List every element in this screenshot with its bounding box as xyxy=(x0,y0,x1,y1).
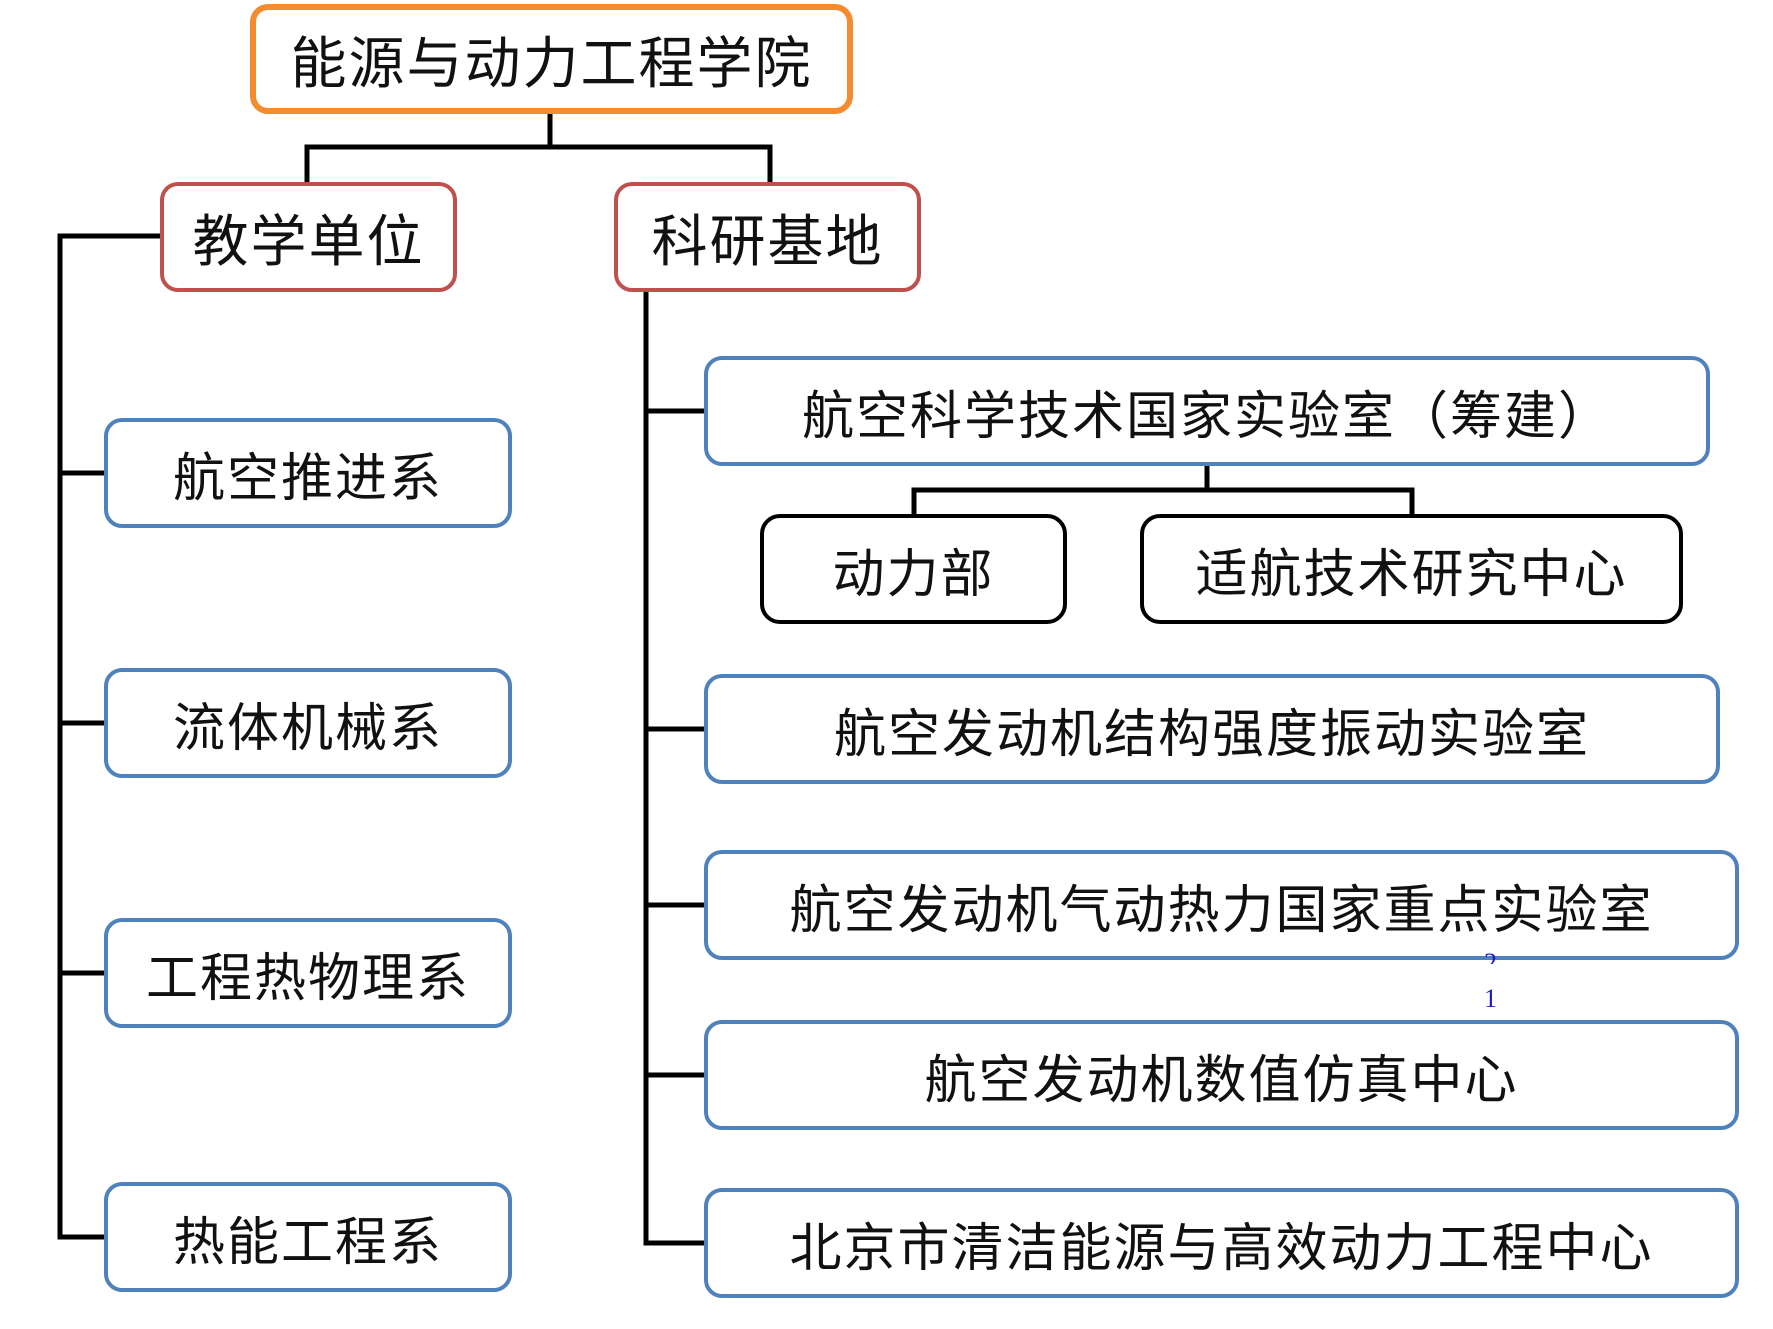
unit-aero-propulsion: 航空推进系 xyxy=(104,418,512,528)
category-research-bases: 科研基地 xyxy=(614,182,921,292)
unit-fluid-machinery: 流体机械系 xyxy=(104,668,512,778)
subunit-label: 适航技术研究中心 xyxy=(1195,544,1628,605)
root-node-college: 能源与动力工程学院 xyxy=(250,4,853,114)
page-number-bottom: 1 xyxy=(1484,984,1497,1013)
unit-label: 热能工程系 xyxy=(172,1212,443,1273)
subunit-power-division: 动力部 xyxy=(760,514,1067,624)
lab-label: 航空发动机数值仿真中心 xyxy=(924,1050,1519,1111)
unit-engineering-thermophysics: 工程热物理系 xyxy=(104,918,512,1028)
category-teaching-units: 教学单位 xyxy=(160,182,457,292)
lab-label: 航空发动机气动热力国家重点实验室 xyxy=(789,880,1654,941)
lab-beijing-clean-energy-center: 北京市清洁能源与高效动力工程中心 xyxy=(704,1188,1739,1298)
category-research-label: 科研基地 xyxy=(651,209,884,275)
root-node-label: 能源与动力工程学院 xyxy=(290,31,813,97)
lab-aviation-national-lab: 航空科学技术国家实验室（筹建） xyxy=(704,356,1710,466)
unit-label: 流体机械系 xyxy=(172,698,443,759)
lab-engine-aerothermodynamics: 航空发动机气动热力国家重点实验室 xyxy=(704,850,1739,960)
subunit-airworthiness-center: 适航技术研究中心 xyxy=(1140,514,1683,624)
lab-label: 航空科学技术国家实验室（筹建） xyxy=(801,386,1612,447)
lab-label: 航空发动机结构强度振动实验室 xyxy=(833,704,1590,765)
lab-label: 北京市清洁能源与高效动力工程中心 xyxy=(789,1218,1654,1279)
page-number-top: 2 xyxy=(1484,950,1497,964)
category-teaching-label: 教学单位 xyxy=(192,209,425,275)
subunit-label: 动力部 xyxy=(832,544,995,605)
unit-label: 工程热物理系 xyxy=(145,948,470,1009)
lab-engine-structural-vibration: 航空发动机结构强度振动实验室 xyxy=(704,674,1720,784)
unit-label: 航空推进系 xyxy=(172,448,443,509)
lab-engine-numerical-simulation: 航空发动机数值仿真中心 xyxy=(704,1020,1739,1130)
unit-thermal-energy-engineering: 热能工程系 xyxy=(104,1182,512,1292)
